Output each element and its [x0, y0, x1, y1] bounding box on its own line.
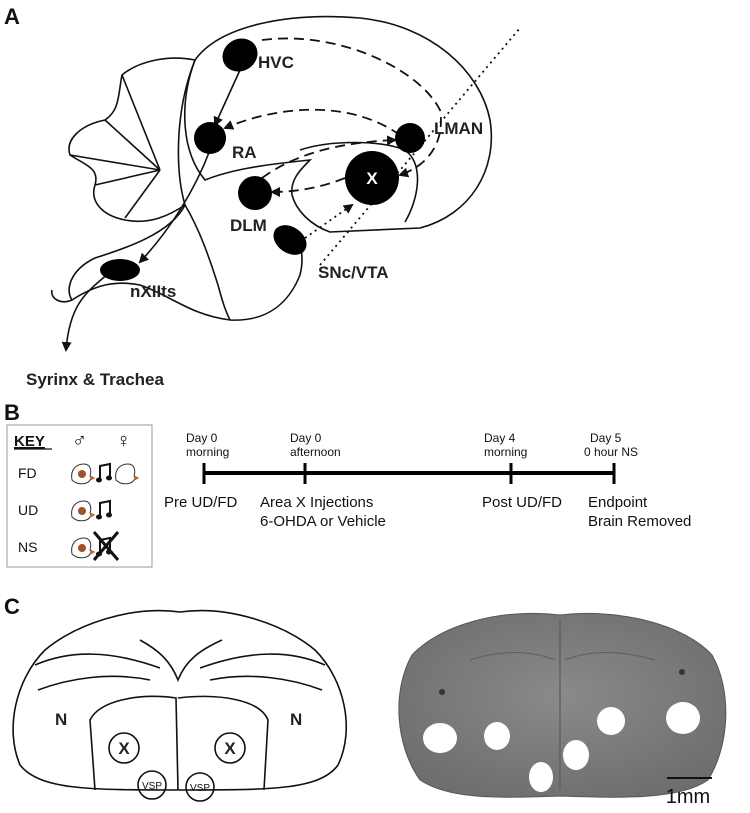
tick-2-top-line-2: afternoon: [290, 445, 341, 459]
lman-nucleus: [395, 123, 425, 153]
music-note-icon: [96, 462, 112, 483]
punch-hole: [597, 707, 625, 735]
hvc-to-ra-path: [213, 69, 241, 127]
tick-3-top-line-1: Day 4: [484, 431, 516, 445]
key-row-ns-label: NS: [18, 539, 37, 555]
syrinx-trachea-label: Syrinx & Trachea: [26, 370, 165, 389]
vsp-left-circle: [137, 770, 167, 800]
female-symbol: ♀: [116, 430, 131, 452]
striatum-right-boundary: [177, 695, 269, 791]
area-x-left-label: X: [118, 739, 130, 758]
coronal-section-schematic: N N X X VSP VSP: [12, 609, 348, 802]
tick-1-bottom-line-1: Pre UD/FD: [164, 494, 238, 511]
vsp-right-label: VSP: [190, 783, 210, 794]
nidopallium-left-label: N: [55, 710, 67, 729]
panel-b-letter: B: [4, 400, 20, 425]
lman-to-ra-path: [223, 108, 401, 136]
tick-2-bottom-line-1: Area X Injections: [260, 494, 373, 511]
lamina-right-lower: [209, 675, 323, 691]
key-title: KEY: [14, 433, 45, 450]
nxiits-nucleus: [100, 259, 140, 281]
snc-vta-label: SNc/VTA: [318, 263, 389, 282]
punch-hole: [484, 722, 510, 750]
no-song-icon: [92, 531, 120, 561]
male-finch-icon: [71, 463, 96, 485]
x-to-dlm-path: [270, 177, 346, 197]
tick-4-top-line-1: Day 5: [590, 431, 622, 445]
tick-4-top-line-2: 0 hour NS: [584, 445, 638, 459]
key-row-fd-label: FD: [18, 465, 37, 481]
vsp-right-circle: [185, 772, 215, 802]
tick-2-bottom-line-2: 6-OHDA or Vehicle: [260, 513, 386, 530]
cerebellum-folia-lines: [69, 74, 161, 219]
tick-4-bottom-line-2: Brain Removed: [588, 513, 691, 530]
spinal-cord-outline: [50, 289, 73, 303]
lamina-left-upper: [34, 653, 161, 669]
vta-to-x-path: [304, 203, 354, 239]
lamina-left-lower: [37, 675, 151, 691]
tick-3-top-line-2: morning: [484, 445, 527, 459]
nidopallium-right-label: N: [290, 710, 302, 729]
tick-3-bottom-line-1: Post UD/FD: [482, 494, 562, 511]
key-row-ud-label: UD: [18, 502, 38, 518]
tick-2-top-line-1: Day 0: [290, 431, 322, 445]
tick-1-top-line-2: morning: [186, 445, 229, 459]
female-finch-icon: [115, 463, 140, 485]
male-symbol: ♂: [72, 430, 87, 452]
area-x-right-label: X: [224, 739, 236, 758]
punch-hole: [529, 762, 553, 792]
panel-a-letter: A: [4, 4, 20, 29]
experiment-timeline: Day 0 morning Day 0 afternoon Day 4 morn…: [164, 431, 691, 530]
area-x-right-circle: [214, 732, 246, 764]
lman-label: LMAN: [434, 119, 483, 138]
punch-hole: [563, 740, 589, 770]
panel-c-letter: C: [4, 594, 20, 619]
hvc-nucleus: [222, 38, 258, 72]
tissue-spot: [439, 689, 445, 695]
area-x-nucleus: [345, 151, 399, 205]
tissue-spot: [679, 669, 685, 675]
vsp-left-label: VSP: [142, 781, 162, 792]
brainstem-inner: [184, 204, 231, 321]
nxiits-label: nXIIts: [130, 282, 176, 301]
area-x-label: X: [366, 169, 378, 188]
tick-4-bottom-line-1: Endpoint: [588, 494, 648, 511]
lamina-right-upper: [199, 653, 326, 669]
male-finch-icon: [71, 500, 96, 522]
cerebellum-outline: [68, 57, 197, 223]
snc-vta-nucleus: [273, 225, 307, 255]
punch-hole: [423, 723, 457, 753]
midline-groove: [139, 639, 223, 683]
punch-hole: [666, 702, 700, 734]
ra-nucleus: [194, 122, 226, 154]
key-box: KEY ♂ ♀ FD UD NS: [6, 424, 153, 568]
scale-bar-label: 1mm: [666, 786, 710, 808]
ra-label: RA: [232, 143, 257, 162]
ra-to-nxiits-path: [138, 149, 211, 264]
brain-section-photo: [398, 612, 727, 798]
brain-sagittal-diagram: HVC RA LMAN X DLM SNc/VTA nXIIts Syrinx …: [26, 15, 521, 389]
section-plane-line: [319, 27, 521, 266]
dlm-nucleus: [238, 176, 272, 210]
nxiits-to-syrinx-path: [61, 271, 111, 352]
tissue-section: [398, 612, 727, 798]
dlm-label: DLM: [230, 216, 267, 235]
brainstem-outline: [68, 204, 303, 321]
male-finch-icon: [71, 537, 96, 559]
striatum-left-boundary: [89, 695, 179, 791]
hvc-label: HVC: [258, 53, 294, 72]
cerebrum-outline: [183, 15, 493, 233]
area-x-left-circle: [108, 732, 140, 764]
coronal-section-outline: [12, 609, 348, 791]
music-note-icon: [96, 499, 112, 520]
tissue-laminae: [469, 652, 656, 661]
tick-1-top-line-1: Day 0: [186, 431, 218, 445]
dlm-to-lman-path: [261, 135, 397, 179]
